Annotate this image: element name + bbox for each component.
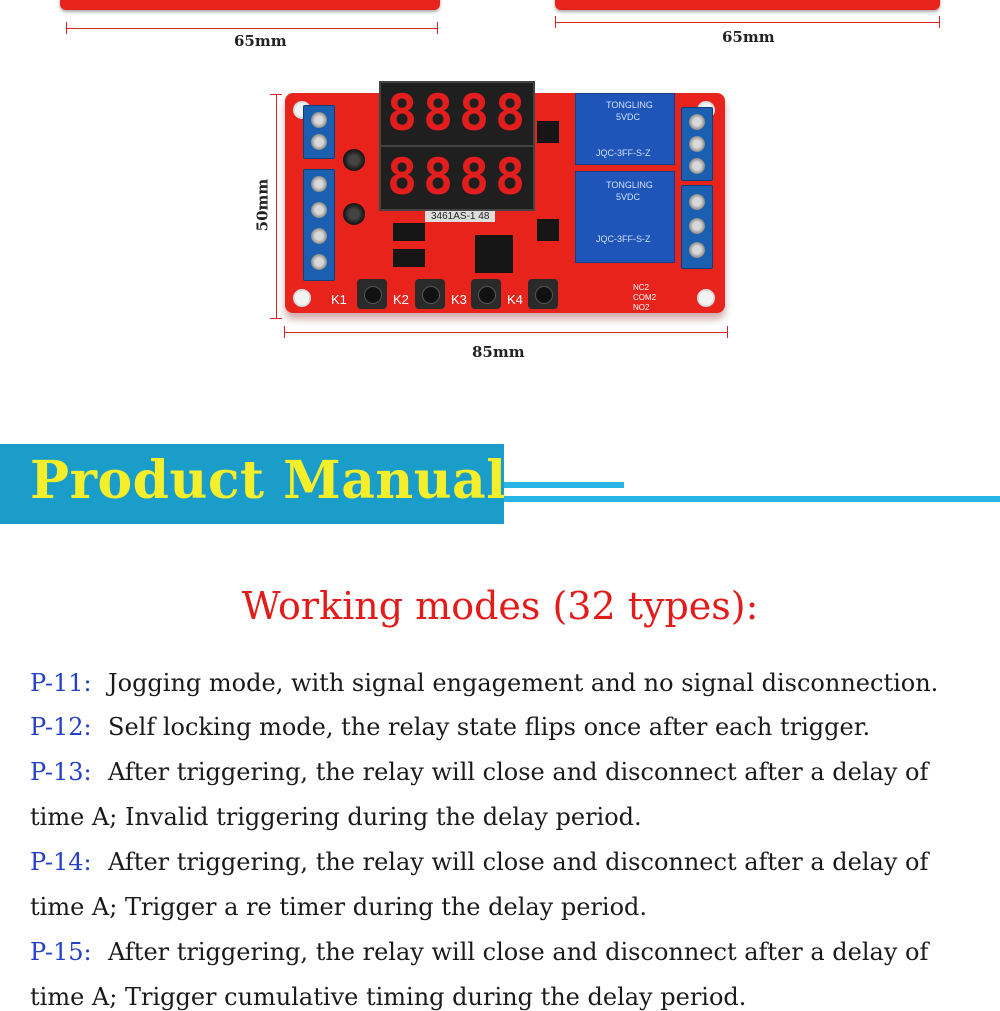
dimension-tick	[555, 16, 556, 28]
mode-description: Self locking mode, the relay state flips…	[108, 713, 871, 741]
mode-item-p12: P-12: Self locking mode, the relay state …	[30, 713, 980, 741]
relay-2: TONGLING 5VDC JQC-3FF-S-Z	[575, 171, 675, 263]
dimension-tick	[284, 326, 285, 338]
button-label-k2: K2	[393, 292, 409, 307]
dimension-tick	[66, 22, 67, 34]
mode-description: Jogging mode, with signal engagement and…	[108, 669, 939, 697]
mode-item-p15: P-15: After triggering, the relay will cl…	[30, 938, 980, 966]
button-label-k4: K4	[507, 292, 523, 307]
led-display-top: 8 8 8 8	[379, 81, 535, 147]
terminal-block-relay2	[681, 185, 713, 269]
mode-code: P-11:	[30, 669, 92, 697]
dimension-height-label: 50mm	[253, 178, 272, 232]
capacitor	[343, 203, 365, 225]
relay-voltage: 5VDC	[616, 112, 641, 122]
mode-code: P-14:	[30, 848, 92, 876]
dimension-tick	[939, 16, 940, 28]
mount-hole	[293, 289, 311, 307]
dimension-line-height	[276, 94, 277, 319]
dimension-top-right-label: 65mm	[722, 28, 775, 46]
mode-item-p13-continued: time A; Invalid triggering during the de…	[30, 803, 642, 831]
display-digit: 8	[422, 148, 454, 206]
led-display-bottom: 8 8 8 8	[379, 145, 535, 211]
mode-item-p15-continued: time A; Trigger cumulative timing during…	[30, 983, 747, 1011]
banner-stripe	[504, 482, 624, 488]
capacitor	[343, 149, 365, 171]
working-modes-heading: Working modes (32 types):	[241, 584, 759, 628]
microcontroller-chip	[475, 235, 513, 273]
button-label-k3: K3	[451, 292, 467, 307]
dimension-width-label: 85mm	[472, 343, 525, 361]
terminal-block-inputs	[303, 169, 335, 281]
button-label-k1: K1	[331, 292, 347, 307]
display-digit: 8	[494, 148, 526, 206]
mode-code: P-15:	[30, 938, 92, 966]
relay-pin-label: NC2	[633, 283, 650, 292]
relay-brand: TONGLING	[606, 180, 653, 190]
button-k1	[357, 279, 387, 309]
dimension-tick	[437, 22, 438, 34]
banner-stripe	[504, 496, 1000, 502]
button-k4	[528, 279, 558, 309]
dimension-tick	[270, 318, 282, 319]
section-banner	[0, 444, 504, 524]
dimension-line-width	[284, 332, 728, 333]
display-digit: 8	[494, 84, 526, 142]
ic-chip	[393, 249, 425, 267]
display-digit: 8	[458, 84, 490, 142]
display-digit: 8	[458, 148, 490, 206]
mode-item-p13: P-13: After triggering, the relay will cl…	[30, 758, 980, 786]
mode-item-p14: P-14: After triggering, the relay will cl…	[30, 848, 980, 876]
terminal-block-power	[303, 105, 335, 159]
mode-code: P-13:	[30, 758, 92, 786]
display-label: 3461AS-1 48	[425, 211, 496, 222]
relay-brand: TONGLING	[606, 100, 653, 110]
display-digit: 8	[386, 148, 418, 206]
display-digit: 8	[386, 84, 418, 142]
dimension-line-top-left	[66, 28, 438, 29]
relay-1: TONGLING 5VDC JQC-3FF-S-Z	[575, 93, 675, 165]
mode-item-p11: P-11: Jogging mode, with signal engagemen…	[30, 669, 980, 697]
relay-model: JQC-3FF-S-Z	[596, 148, 651, 158]
button-k2	[415, 279, 445, 309]
display-digit: 8	[422, 84, 454, 142]
top-left-board	[60, 0, 440, 10]
mode-item-p14-continued: time A; Trigger a re timer during the de…	[30, 893, 648, 921]
button-k3	[471, 279, 501, 309]
mode-description: After triggering, the relay will close a…	[108, 848, 929, 876]
dimension-tick	[727, 326, 728, 338]
mount-hole	[697, 289, 715, 307]
dimension-top-left-label: 65mm	[234, 32, 287, 50]
relay-module-board: 8 8 8 8 8 8 8 8 3461AS-1 48 TONGLING 5VD…	[285, 81, 725, 313]
dimension-line-top-right	[555, 22, 940, 23]
ic-chip	[393, 223, 425, 241]
dimension-tick	[270, 94, 282, 95]
terminal-block-relay1	[681, 107, 713, 181]
top-right-board	[555, 0, 940, 10]
mode-code: P-12:	[30, 713, 92, 741]
mode-description: After triggering, the relay will close a…	[108, 938, 929, 966]
relay-pin-label: NO2	[633, 303, 650, 312]
relay-voltage: 5VDC	[616, 192, 641, 202]
relay-model: JQC-3FF-S-Z	[596, 234, 651, 244]
section-title: Product Manual	[30, 450, 507, 511]
optocoupler	[537, 121, 559, 143]
optocoupler	[537, 219, 559, 241]
mode-description: After triggering, the relay will close a…	[108, 758, 929, 786]
relay-pin-label: COM2	[633, 293, 657, 302]
